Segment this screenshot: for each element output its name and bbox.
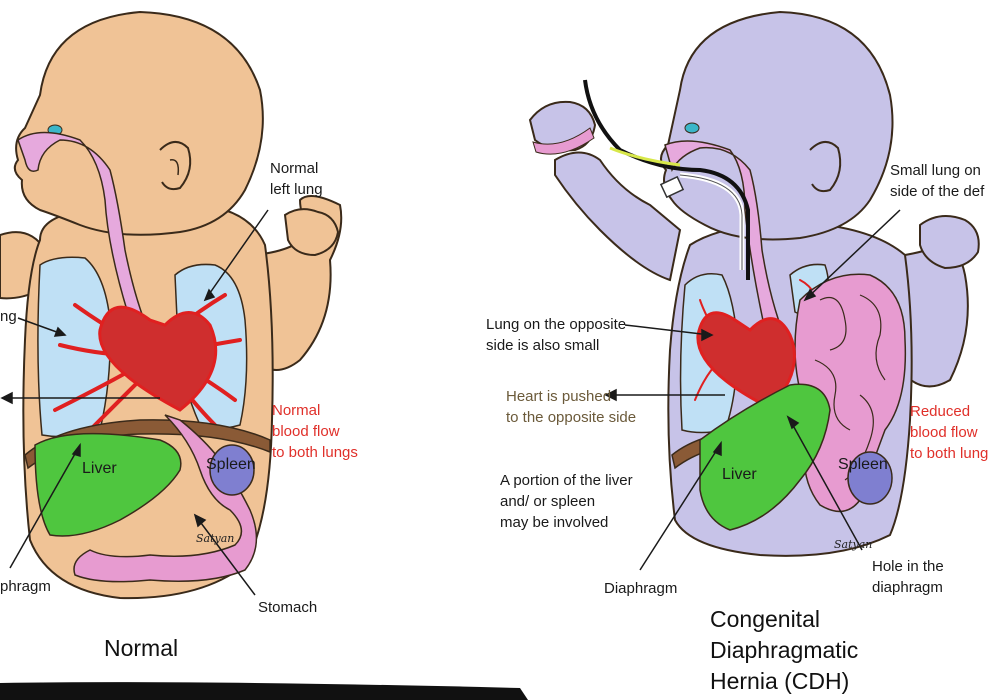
normal-lung-partial-label: ng: [0, 308, 17, 325]
cdh-tube-connector: [659, 175, 685, 199]
cdh-hole-label: Hole in the diaphragm: [872, 558, 944, 596]
normal-heart: [98, 305, 218, 412]
normal-ear: [159, 141, 192, 191]
cdh-eye: [684, 122, 700, 134]
normal-spleen-label: Spleen: [206, 456, 256, 473]
cdh-small-lung-label: Small lung on side of the def: [890, 162, 985, 200]
cdh-liver-spleen-label: A portion of the liver and/ or spleen ma…: [500, 472, 633, 531]
cdh-heart-pushed-label: Heart is pushed to the opposite side: [506, 388, 637, 426]
cdh-right-fist: [919, 215, 980, 270]
normal-baby: [0, 10, 343, 600]
normal-liver-label: Liver: [82, 460, 117, 477]
cdh-signature: Satyan: [834, 538, 873, 551]
normal-left-lung-label: Normal left lung: [270, 160, 323, 198]
normal-fist: [283, 208, 340, 257]
cdh-pointer-lines: [604, 209, 901, 571]
normal-stomach: [73, 414, 258, 583]
cdh-liver: [699, 383, 831, 531]
normal-blood-flow-label: Normal blood flow to both lungs: [272, 402, 358, 461]
normal-pointer-lines: [0, 209, 269, 596]
cdh-reduced-flow-label: Reduced blood flow to both lung: [910, 403, 989, 462]
cdh-liver-organ-label: Liver: [722, 466, 757, 483]
cdh-diaphragm-label: Diaphragm: [604, 580, 678, 597]
cdh-baby: [528, 10, 980, 571]
bottom-marker-stroke: [0, 682, 528, 700]
normal-stomach-label: Stomach: [258, 599, 318, 616]
cdh-breathing-tube: [583, 79, 750, 280]
normal-head: [13, 10, 264, 236]
cdh-opposite-lung-label: Lung on the opposite side is also small: [486, 316, 627, 354]
normal-signature: Satyan: [196, 532, 235, 545]
cdh-wristband: [532, 127, 595, 155]
normal-spleen: [209, 444, 255, 496]
normal-diaphragm-label: phragm: [0, 578, 51, 595]
normal-caption: Normal: [104, 635, 179, 661]
cdh-spleen-organ-label: Spleen: [838, 456, 888, 473]
cdh-spleen: [847, 451, 893, 505]
cdh-ear: [809, 141, 842, 193]
cdh-raised-arm: [554, 151, 682, 282]
cdh-caption: Congenital Diaphragmatic Hernia (CDH): [710, 606, 859, 694]
